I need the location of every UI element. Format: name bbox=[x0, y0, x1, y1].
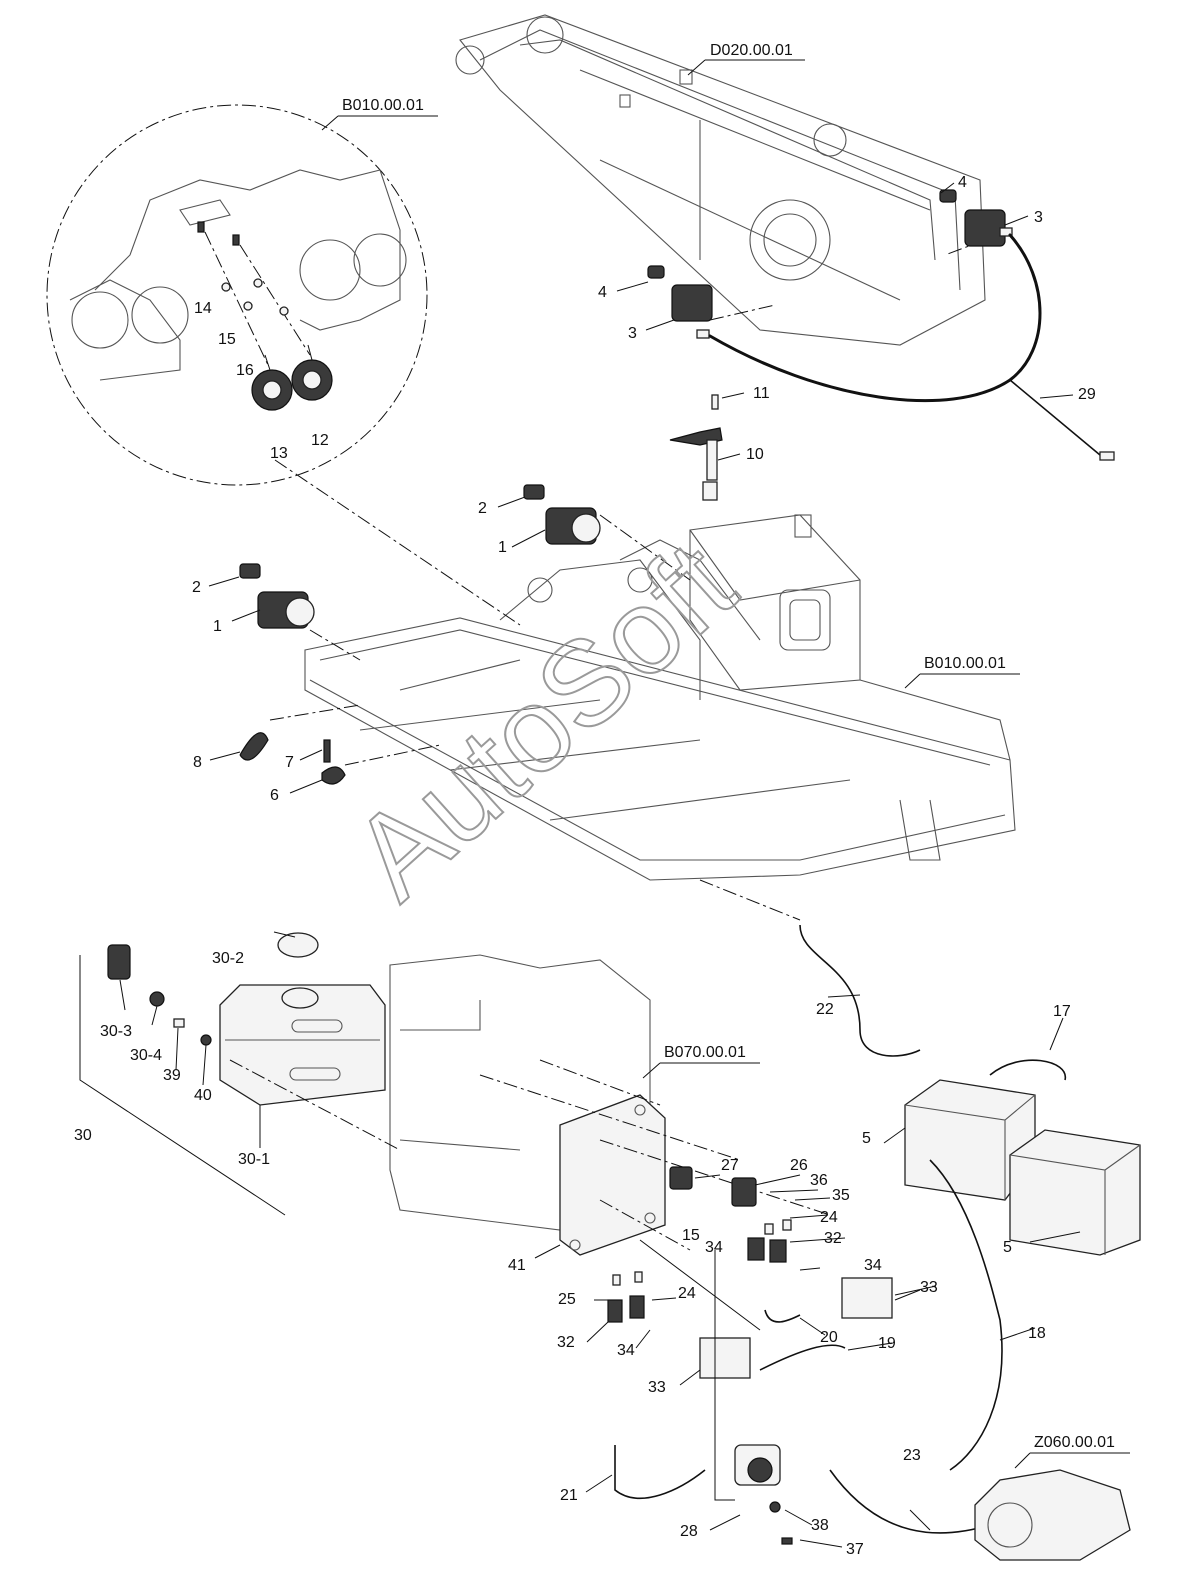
ref-b010-top: B010.00.01 bbox=[342, 97, 424, 114]
callout-30-4: 30-4 bbox=[130, 1047, 162, 1064]
callout-21: 21 bbox=[560, 1487, 578, 1504]
ref-b070-underline bbox=[642, 1062, 760, 1079]
callout-33-right: 33 bbox=[920, 1279, 938, 1296]
callout-30-1: 30-1 bbox=[238, 1151, 270, 1168]
relay-group bbox=[607, 1166, 893, 1379]
callout-33-left: 33 bbox=[648, 1379, 666, 1396]
callout-leaders bbox=[119, 182, 1081, 1548]
callout-38: 38 bbox=[811, 1517, 829, 1534]
callout-labels: 1 1 2 2 3 3 4 4 5 5 6 7 8 10 11 12 13 14… bbox=[74, 174, 1096, 1558]
ref-d020: D020.00.01 bbox=[710, 42, 793, 59]
callout-26: 26 bbox=[790, 1157, 808, 1174]
ref-z060: Z060.00.01 bbox=[1034, 1434, 1115, 1451]
watermark: AutoSoft bbox=[328, 517, 760, 925]
callout-2-right: 2 bbox=[478, 500, 487, 517]
callout-24-lower: 24 bbox=[678, 1285, 696, 1302]
callout-30: 30 bbox=[74, 1127, 92, 1144]
callout-23: 23 bbox=[903, 1447, 921, 1464]
relay-plate bbox=[479, 1059, 831, 1256]
cable-21 bbox=[614, 1445, 706, 1500]
callout-37: 37 bbox=[846, 1541, 864, 1558]
clamp-6 bbox=[321, 766, 346, 785]
callout-35: 35 bbox=[832, 1187, 850, 1204]
callout-8: 8 bbox=[193, 754, 202, 771]
cable-tie-8 bbox=[239, 732, 269, 761]
callout-41: 41 bbox=[508, 1257, 526, 1274]
cable-23 bbox=[829, 1469, 991, 1534]
callout-12: 12 bbox=[311, 432, 329, 449]
cable-20 bbox=[764, 1309, 801, 1323]
battery-disconnect-switch bbox=[734, 1444, 793, 1545]
callout-4-right: 4 bbox=[958, 174, 967, 191]
callout-24-upper: 24 bbox=[820, 1209, 838, 1226]
washer-tank bbox=[79, 932, 401, 1216]
callout-16: 16 bbox=[236, 362, 254, 379]
callout-7: 7 bbox=[285, 754, 294, 771]
callout-3-left: 3 bbox=[628, 325, 637, 342]
boom-light-left bbox=[647, 265, 713, 339]
ref-d020-underline bbox=[687, 59, 805, 76]
callout-40: 40 bbox=[194, 1087, 212, 1104]
callout-28: 28 bbox=[680, 1523, 698, 1540]
callout-4-left: 4 bbox=[598, 284, 607, 301]
callout-2-left: 2 bbox=[192, 579, 201, 596]
ref-b010-mid: B010.00.01 bbox=[924, 655, 1006, 672]
boom-assembly bbox=[455, 14, 986, 346]
ref-b010-mid-underline bbox=[904, 673, 1020, 689]
callout-27: 27 bbox=[721, 1157, 739, 1174]
callout-3-right: 3 bbox=[1034, 209, 1043, 226]
callout-22: 22 bbox=[816, 1001, 834, 1018]
assembly-lines bbox=[269, 514, 691, 766]
ref-z060-underline bbox=[1014, 1452, 1130, 1469]
callout-30-3: 30-3 bbox=[100, 1023, 132, 1040]
callout-34-right: 34 bbox=[864, 1257, 882, 1274]
floor-panel bbox=[389, 954, 651, 1231]
callout-5-rear: 5 bbox=[1003, 1239, 1012, 1256]
callout-25: 25 bbox=[558, 1291, 576, 1308]
callout-11: 11 bbox=[753, 385, 770, 402]
callout-1-right: 1 bbox=[498, 539, 507, 556]
cable-19 bbox=[759, 1344, 846, 1371]
callout-17: 17 bbox=[1053, 1003, 1071, 1020]
callout-34-relay: 34 bbox=[705, 1239, 723, 1256]
callout-14: 14 bbox=[194, 300, 212, 317]
callout-13: 13 bbox=[270, 445, 288, 462]
ref-b010-top-underline bbox=[321, 115, 438, 131]
boom-light-right bbox=[939, 189, 1013, 247]
callout-18: 18 bbox=[1028, 1325, 1046, 1342]
callout-20: 20 bbox=[820, 1329, 838, 1346]
callout-5-front: 5 bbox=[862, 1130, 871, 1147]
cable-18 bbox=[929, 1159, 1003, 1471]
callout-39: 39 bbox=[163, 1067, 181, 1084]
upper-frame bbox=[304, 514, 1016, 881]
callout-29: 29 bbox=[1078, 386, 1096, 403]
work-light-left bbox=[239, 563, 315, 629]
detail-circle bbox=[46, 104, 428, 486]
callout-36: 36 bbox=[810, 1172, 828, 1189]
callout-6: 6 bbox=[270, 787, 279, 804]
detail-link-line bbox=[274, 459, 521, 626]
callout-1-left: 1 bbox=[213, 618, 222, 635]
work-light-right bbox=[523, 484, 601, 545]
cable-22 bbox=[799, 924, 921, 1057]
cable-29 bbox=[708, 233, 1042, 403]
callout-30-2: 30-2 bbox=[212, 950, 244, 967]
assembly-lines-2 bbox=[699, 239, 986, 921]
callout-15-relay: 15 bbox=[682, 1227, 700, 1244]
starter-motor bbox=[974, 1469, 1131, 1561]
callout-34-lower: 34 bbox=[617, 1342, 635, 1359]
sensor-10 bbox=[669, 394, 723, 501]
cable-17 bbox=[989, 1059, 1066, 1081]
callout-19: 19 bbox=[878, 1335, 896, 1352]
ref-b070: B070.00.01 bbox=[664, 1044, 746, 1061]
callout-32-upper: 32 bbox=[824, 1230, 842, 1247]
bolt-7 bbox=[323, 739, 331, 763]
cable-29-tail bbox=[1009, 379, 1101, 456]
battery-rear bbox=[1009, 1129, 1141, 1256]
callout-10: 10 bbox=[746, 446, 764, 463]
callout-15-detail: 15 bbox=[218, 331, 236, 348]
callout-32-lower: 32 bbox=[557, 1334, 575, 1351]
